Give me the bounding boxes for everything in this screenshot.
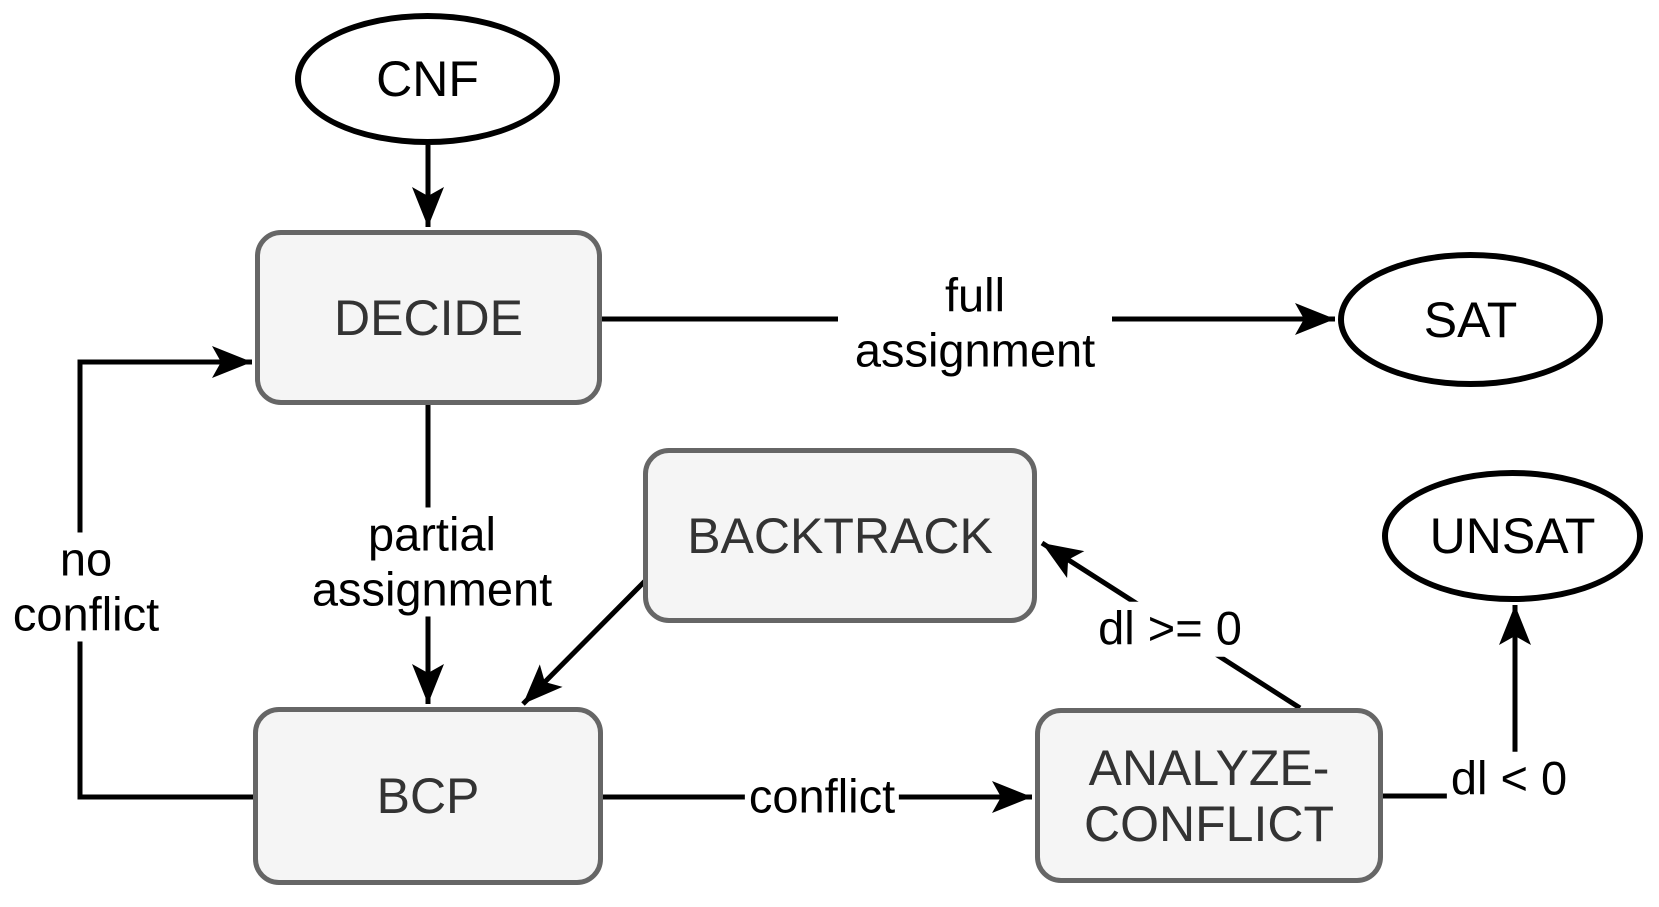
node-cnf-label: CNF [376, 51, 479, 107]
node-sat-label: SAT [1423, 291, 1518, 348]
node-sat: SAT [1338, 252, 1603, 387]
node-cnf: CNF [295, 13, 560, 145]
node-unsat: UNSAT [1382, 470, 1643, 602]
edge-label-partial-assignment: partial assignment [298, 507, 566, 617]
edge-label-dl-ge-0: dl >= 0 [1094, 601, 1246, 657]
edge-label-full-assignment: full assignment [838, 268, 1112, 378]
node-backtrack-label: BACKTRACK [687, 507, 993, 564]
node-decide: DECIDE [255, 230, 602, 405]
node-bcp-label: BCP [376, 768, 480, 824]
edge-label-no-conflict: no conflict [0, 532, 175, 642]
node-bcp: BCP [253, 707, 603, 885]
node-analyze-conflict: ANALYZE-CONFLICT [1035, 708, 1383, 883]
node-backtrack: BACKTRACK [643, 448, 1037, 623]
edge-label-conflict: conflict [744, 769, 900, 825]
node-analyze-conflict-label: ANALYZE-CONFLICT [1084, 739, 1334, 852]
node-decide-label: DECIDE [334, 289, 523, 346]
edge-label-dl-lt-0: dl < 0 [1446, 751, 1572, 807]
node-unsat-label: UNSAT [1429, 508, 1596, 564]
